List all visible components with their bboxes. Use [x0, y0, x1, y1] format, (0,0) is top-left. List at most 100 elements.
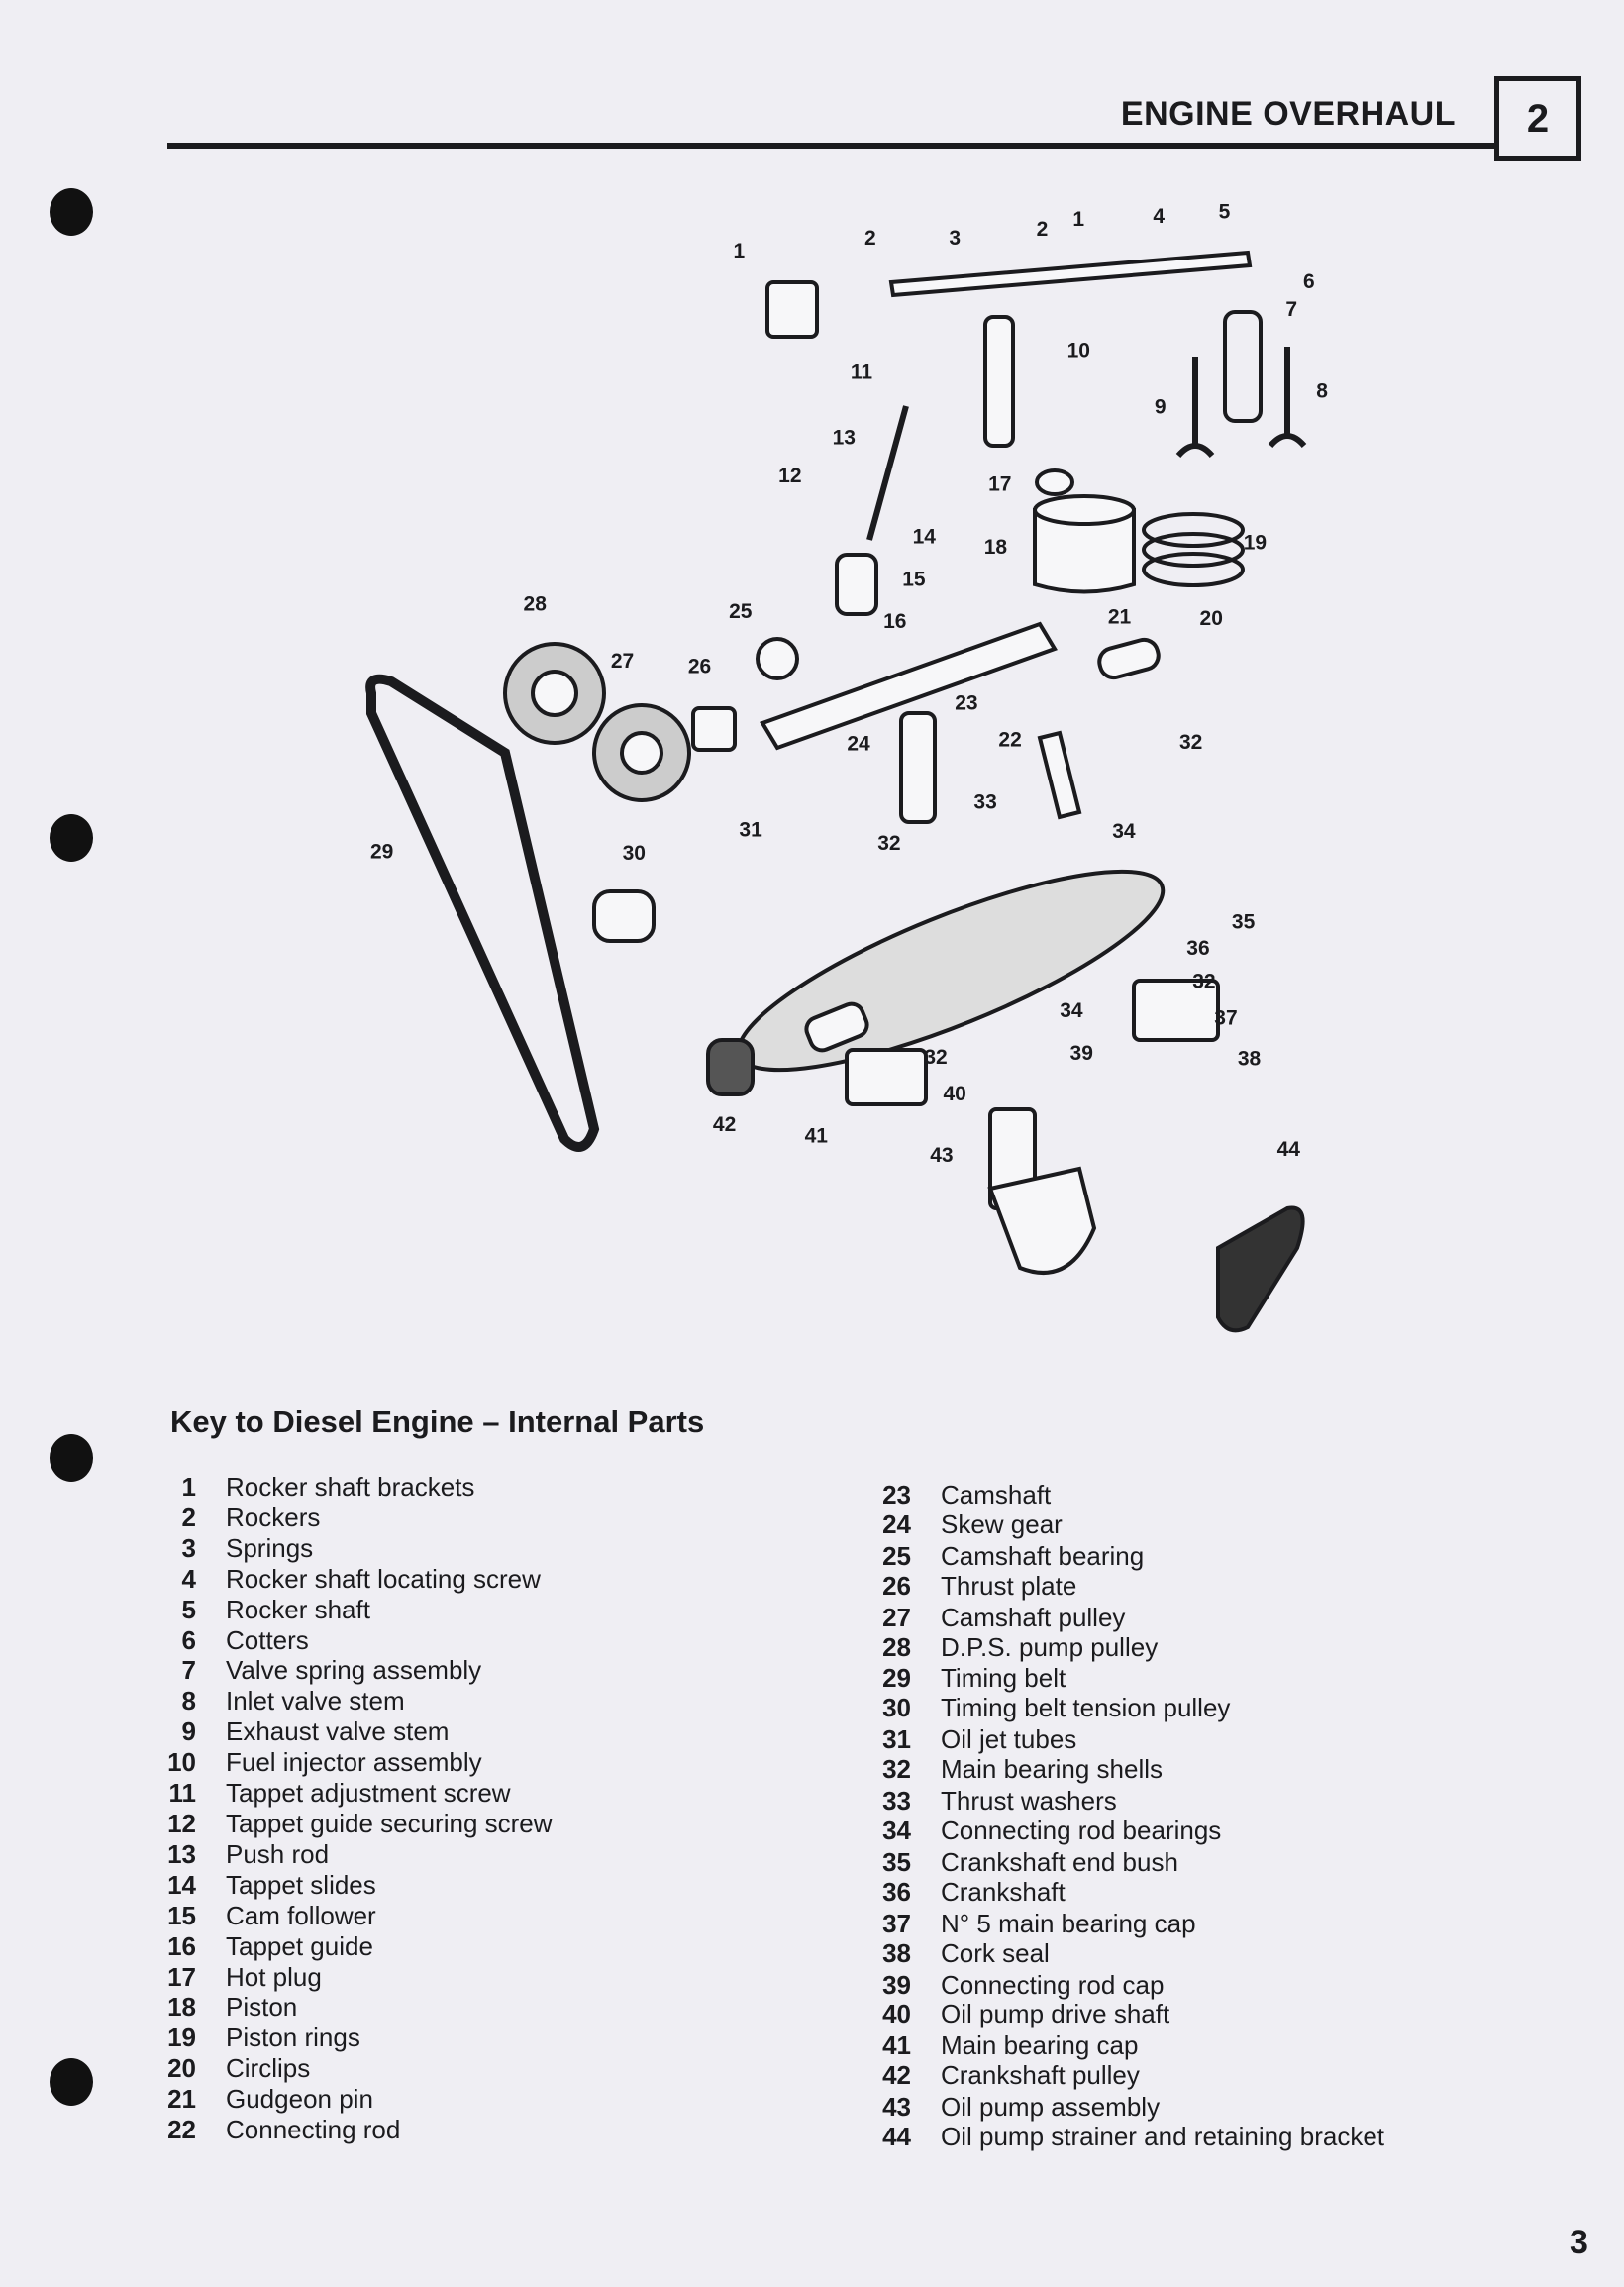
key-item-label: Connecting rod cap	[941, 1969, 1165, 2000]
key-item: 35 Crankshaft end bush	[860, 1847, 1384, 1878]
callout-number: 6	[1303, 270, 1315, 293]
key-item-number: 16	[167, 1930, 196, 1961]
oil-pump-body	[987, 1166, 1097, 1275]
hot-plug	[1035, 468, 1074, 496]
callout-number: 21	[1108, 606, 1132, 629]
callout-number: 14	[913, 526, 937, 549]
key-item-label: Main bearing shells	[941, 1754, 1164, 1785]
key-item-label: Oil pump drive shaft	[941, 1999, 1170, 2029]
callout-number: 17	[988, 473, 1011, 496]
callout-number: 22	[998, 728, 1021, 751]
callout-number: 30	[623, 842, 646, 865]
key-item-label: Crankshaft end bush	[941, 1846, 1178, 1877]
tension-pulley	[592, 889, 656, 943]
callout-number: 34	[1060, 999, 1083, 1022]
crankshaft	[736, 869, 1166, 1073]
punch-hole	[50, 2058, 93, 2106]
callout-number: 43	[930, 1144, 953, 1167]
punch-hole	[50, 188, 93, 236]
key-item-number: 28	[882, 1631, 911, 1662]
key-item-number: 23	[882, 1480, 911, 1509]
key-item-number: 40	[882, 1999, 911, 2029]
key-item-number: 38	[882, 1937, 911, 1968]
key-item-number: 30	[882, 1693, 911, 1723]
key-item-number: 5	[181, 1594, 196, 1624]
callout-number: 25	[729, 600, 753, 623]
page-number: 3	[1570, 2224, 1588, 2261]
callout-number: 38	[1238, 1048, 1262, 1071]
key-item-number: 24	[882, 1508, 911, 1539]
key-item-number: 37	[882, 1908, 911, 1938]
callout-number: 31	[739, 819, 762, 842]
crankshaft-pulley	[706, 1038, 755, 1096]
key-item-label: Skew gear	[941, 1508, 1063, 1539]
fuel-injector	[983, 315, 1015, 448]
key-item-number: 10	[167, 1747, 196, 1778]
key-item-label: Connecting rod	[226, 2115, 401, 2145]
key-item-number: 9	[181, 1716, 196, 1747]
key-item-label: Cotters	[226, 1624, 309, 1655]
key-item-label: Fuel injector assembly	[226, 1747, 482, 1778]
diagram-parts	[365, 250, 1307, 1333]
section-title: ENGINE OVERHAUL	[1120, 95, 1456, 133]
key-item-number: 7	[181, 1655, 196, 1686]
key-item-number: 15	[167, 1900, 196, 1930]
key-item-number: 35	[882, 1846, 911, 1877]
key-item-number: 11	[168, 1778, 197, 1809]
key-item-number: 31	[882, 1724, 911, 1755]
callout-number: 42	[713, 1113, 736, 1136]
callout-number: 11	[851, 361, 873, 383]
callout-number: 2	[1037, 218, 1049, 241]
key-item-number: 27	[882, 1602, 911, 1632]
key-item-number: 26	[882, 1570, 911, 1601]
key-item-number: 8	[181, 1686, 196, 1716]
key-item: 10 Fuel injector assembly	[145, 1747, 553, 1778]
key-title: Key to Diesel Engine – Internal Parts	[170, 1404, 705, 1439]
key-item-label: Exhaust valve stem	[226, 1716, 450, 1747]
key-item-label: Cork seal	[941, 1937, 1050, 1968]
callout-number: 7	[1285, 298, 1297, 321]
key-item-number: 18	[167, 1992, 196, 2023]
callout-number: 32	[877, 832, 900, 855]
header-rule	[167, 143, 1494, 149]
valve-9	[1175, 357, 1215, 459]
key-item-label: Cam follower	[226, 1900, 376, 1930]
key-item-number: 2	[181, 1502, 196, 1532]
key-item-label: Crankshaft	[941, 1876, 1066, 1907]
camshaft	[760, 621, 1058, 751]
no5-bearing-cap	[1132, 979, 1220, 1042]
punch-hole	[50, 1434, 93, 1482]
callout-number: 28	[524, 592, 548, 615]
callout-number: 32	[924, 1046, 947, 1069]
key-item: 9 Exhaust valve stem	[145, 1716, 553, 1747]
key-item-number: 29	[882, 1663, 911, 1694]
key-item: 6 Cotters	[145, 1625, 553, 1656]
key-item-label: Rocker shaft brackets	[226, 1472, 475, 1502]
key-item-number: 36	[882, 1876, 911, 1907]
key-item-number: 6	[181, 1624, 196, 1655]
key-item-number: 14	[167, 1869, 196, 1900]
key-item: 15 Cam follower	[145, 1901, 553, 1931]
valve-8	[1268, 347, 1307, 449]
key-item-number: 17	[167, 1961, 196, 1992]
key-item: 40 Oil pump drive shaft	[860, 1999, 1384, 2029]
key-item-label: Rockers	[226, 1502, 321, 1532]
